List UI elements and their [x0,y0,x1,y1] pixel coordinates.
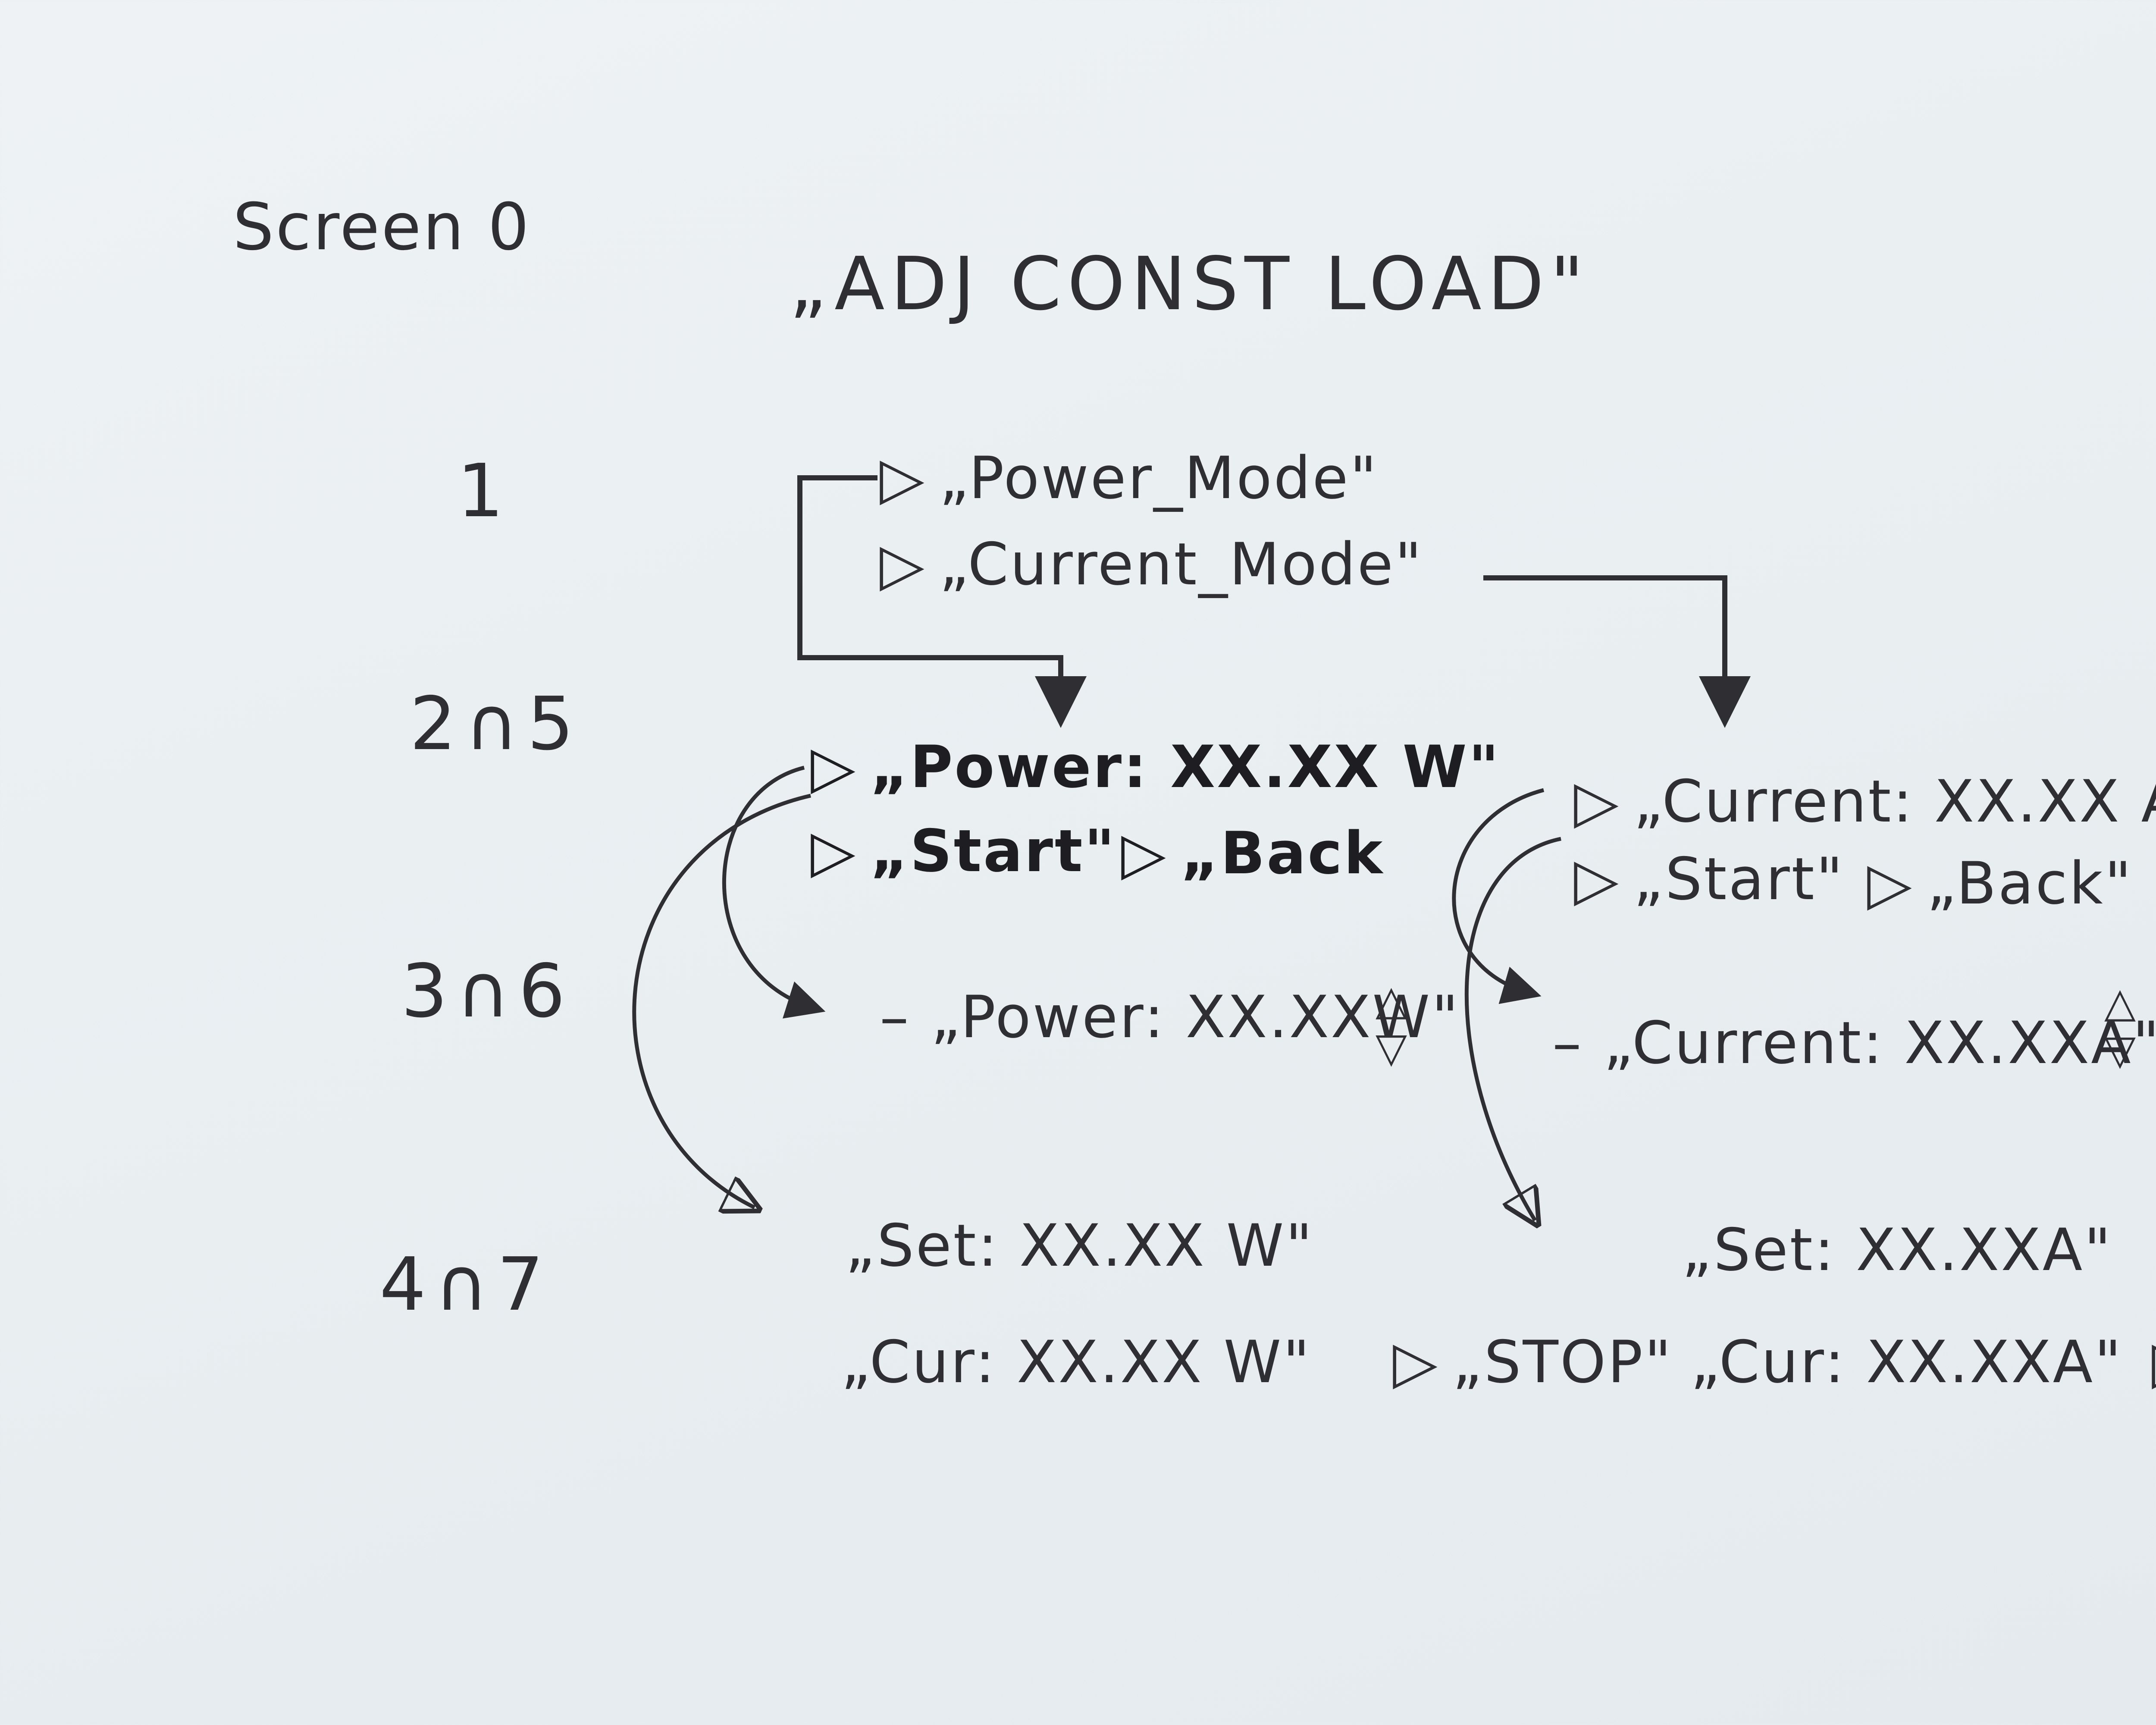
current-back-button[interactable]: ▷„Back" [1867,850,2133,917]
screen-label: Screen 0 [233,190,531,265]
menu-item-current-mode[interactable]: ▷„Current_Mode" [880,530,1423,598]
up-arrow-icon[interactable]: △ [1376,977,1407,1024]
selector-icon: ▷ [1574,845,1620,913]
selector-icon: ▷ [811,817,857,885]
back-label: „Back" [1926,850,2133,917]
selector-icon: ▷ [1121,819,1168,887]
current-start-to-run-arrow [1464,837,1561,1220]
selector-icon: ▷ [811,733,857,801]
menu-item-label: „Current_Mode" [939,530,1423,598]
up-arrow-icon[interactable]: △ [2104,979,2136,1026]
current-start-button[interactable]: ▷„Start" [1574,845,1845,913]
selector-icon: ▷ [880,444,926,512]
selector-icon: ▷ [1393,1328,1439,1396]
row-label-2-5: 2∩5 [410,681,583,767]
current-adjust-field[interactable]: – „Current: XX.XXA" [1552,1009,2156,1077]
row-label-1: 1 [457,448,513,534]
down-arrow-icon[interactable]: ▽ [2104,1026,2136,1074]
selector-icon: ▷ [880,530,926,598]
current-stop-button[interactable]: ▷„STOP" [2152,1328,2156,1396]
selector-icon: ▷ [1867,850,1914,917]
back-label: „Back [1180,819,1385,887]
start-label: „Start" [870,817,1116,885]
power-mode-arrow [797,475,1087,728]
menu-item-label: „Power_Mode" [939,444,1379,512]
current-value-label: „Current: XX.XX A" [1633,768,2156,835]
power-cur-readout: „Cur: XX.XX W" [841,1328,1312,1396]
power-updown-stepper[interactable]: △ ▽ [1376,977,1407,1072]
power-back-button[interactable]: ▷„Back [1121,819,1384,887]
current-set-readout: „Set: XX.XXA" [1682,1216,2113,1284]
power-start-to-run-arrow [632,794,812,1208]
menu-item-power-mode[interactable]: ▷„Power_Mode" [880,444,1379,512]
current-mode-arrow [1483,575,1751,728]
row-label-3-6: 3∩6 [401,949,574,1034]
current-to-adjust-arrow [1452,788,1545,1004]
power-value-label: „Power: XX.XX W" [870,733,1501,801]
row-label-4-7: 4∩7 [379,1242,552,1327]
current-updown-stepper[interactable]: △ ▽ [2104,979,2136,1074]
selector-icon: ▷ [2152,1328,2156,1396]
power-start-button[interactable]: ▷„Start" [811,817,1116,885]
selector-icon: ▷ [1574,768,1620,835]
stop-label: „STOP" [1452,1328,1673,1396]
current-cur-readout: „Cur: XX.XXA" [1690,1328,2123,1396]
power-adjust-field[interactable]: – „Power: XX.XXW" [880,983,1460,1051]
start-label: „Start" [1633,845,1845,913]
current-value-item[interactable]: ▷„Current: XX.XX A" [1574,768,2156,835]
down-arrow-icon[interactable]: ▽ [1376,1024,1407,1072]
power-value-item[interactable]: ▷„Power: XX.XX W" [811,733,1501,801]
power-set-readout: „Set: XX.XX W" [845,1212,1314,1280]
diagram-title: „ADJ CONST LOAD" [789,242,1590,327]
power-to-adjust-arrow [722,765,826,1019]
power-stop-button[interactable]: ▷„STOP" [1393,1328,1673,1396]
